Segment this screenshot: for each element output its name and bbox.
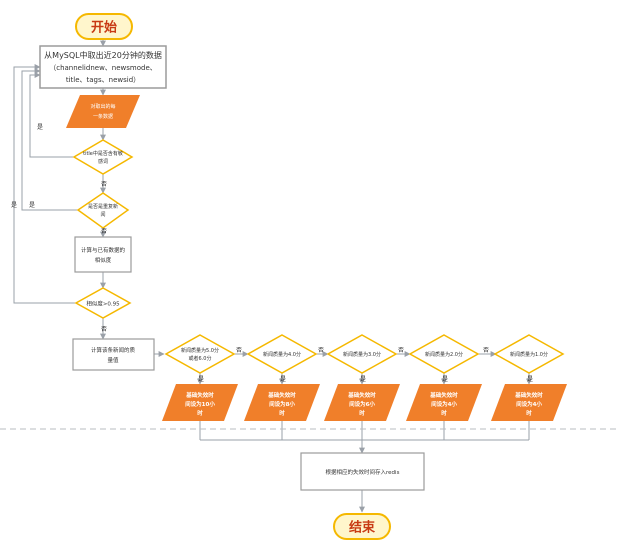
q1-line1: 新闻质量为5.0分 bbox=[181, 347, 219, 354]
out2-line1: 基础失效时 bbox=[267, 391, 296, 399]
output-1: 基础失效时 间设为10小 时 bbox=[162, 384, 238, 421]
label-no-q4: 否 bbox=[483, 347, 489, 354]
loop-title-yes bbox=[29, 72, 74, 158]
output-3: 基础失效时 间设为6小 时 bbox=[324, 384, 400, 421]
duplicate-check-line2: 闻 bbox=[100, 211, 105, 218]
out4-line2: 间设为4小 bbox=[431, 400, 457, 408]
end-terminal: 结束 bbox=[333, 513, 391, 540]
start-terminal: 开始 bbox=[75, 13, 133, 40]
store-label: 根据相应的失效时间存入redis bbox=[326, 468, 400, 476]
label-yes-similarity: 是 bbox=[11, 202, 17, 209]
quality-decision-1: 新闻质量为5.0分 或者6.0分 bbox=[164, 334, 236, 374]
out1-line3: 时 bbox=[197, 409, 203, 417]
similarity-check-label: 相似度>0.95 bbox=[86, 300, 120, 308]
label-no-similarity: 否 bbox=[101, 326, 107, 333]
similarity-line1: 计算与已有数据的 bbox=[81, 246, 126, 254]
output-4: 基础失效时 间设为4小 时 bbox=[406, 384, 482, 421]
title-check-line1: title中是否含有敏 bbox=[83, 150, 123, 157]
out4-line3: 时 bbox=[441, 409, 447, 417]
fetch-line3: title、tags、newsid） bbox=[66, 76, 140, 84]
similarity-check-decision: 相似度>0.95 bbox=[74, 287, 132, 319]
out3-line2: 间设为6小 bbox=[349, 400, 375, 408]
branch-labels: 是 是 是 否 否 否 否 否 否 否 是 是 是 是 是 bbox=[11, 124, 533, 383]
label-yes-q3: 是 bbox=[360, 376, 366, 383]
each-record-io: 对取出的每 一条数据 bbox=[66, 95, 140, 128]
out2-line3: 时 bbox=[279, 409, 285, 417]
output-5: 基础失效时 间设为4小 时 bbox=[491, 384, 567, 421]
store-process: 根据相应的失效时间存入redis bbox=[300, 452, 425, 491]
label-yes-q5: 是 bbox=[527, 376, 533, 383]
q4-label: 新闻质量为2.0分 bbox=[425, 351, 463, 358]
duplicate-check-line1: 是否是重复新 bbox=[88, 203, 118, 210]
q3-label: 新闻质量为3.0分 bbox=[343, 351, 381, 358]
quality-process: 计算该条新闻的质 量值 bbox=[72, 338, 155, 371]
label-no-q3: 否 bbox=[398, 347, 404, 354]
out2-line2: 间设为8小 bbox=[269, 400, 295, 408]
each-line2: 一条数据 bbox=[93, 113, 113, 120]
quality-line1: 计算该条新闻的质 bbox=[91, 346, 136, 354]
out5-line1: 基础失效时 bbox=[514, 391, 543, 399]
quality-decision-5: 新闻质量为1.0分 bbox=[493, 334, 565, 374]
out4-line1: 基础失效时 bbox=[429, 391, 458, 399]
output-2: 基础失效时 间设为8小 时 bbox=[244, 384, 320, 421]
fetch-line2: （channelidnew、newsmode、 bbox=[49, 64, 157, 72]
title-check-line2: 感词 bbox=[98, 158, 108, 165]
label-yes-q1: 是 bbox=[198, 376, 204, 383]
duplicate-check-decision: 是否是重复新 闻 bbox=[76, 192, 130, 229]
connectors bbox=[13, 39, 532, 513]
out1-line2: 间设为10小 bbox=[185, 400, 215, 408]
similarity-line2: 相似度 bbox=[95, 256, 112, 264]
label-no-title: 否 bbox=[101, 181, 107, 188]
end-label: 结束 bbox=[349, 520, 376, 536]
loop-duplicate-yes bbox=[21, 68, 78, 211]
fetch-line1: 从MySQL中取出近20分钟的数据 bbox=[44, 50, 162, 60]
out3-line3: 时 bbox=[359, 409, 365, 417]
title-check-decision: title中是否含有敏 感词 bbox=[72, 139, 134, 175]
quality-decision-2: 新闻质量为4.0分 bbox=[246, 334, 318, 374]
loop-similarity-yes bbox=[13, 64, 76, 304]
quality-decision-4: 新闻质量为2.0分 bbox=[408, 334, 480, 374]
label-yes-duplicate: 是 bbox=[29, 202, 35, 209]
label-yes-title: 是 bbox=[37, 124, 43, 131]
q2-label: 新闻质量为4.0分 bbox=[263, 351, 301, 358]
label-no-q2: 否 bbox=[318, 347, 324, 354]
q5-label: 新闻质量为1.0分 bbox=[510, 351, 548, 358]
label-no-q1: 否 bbox=[236, 347, 242, 354]
start-label: 开始 bbox=[91, 20, 117, 36]
out1-line1: 基础失效时 bbox=[185, 391, 214, 399]
each-line1: 对取出的每 bbox=[90, 103, 115, 110]
out5-line3: 时 bbox=[526, 409, 532, 417]
label-yes-q4: 是 bbox=[442, 376, 448, 383]
quality-line2: 量值 bbox=[107, 356, 119, 364]
fetch-process: 从MySQL中取出近20分钟的数据 （channelidnew、newsmode… bbox=[39, 45, 167, 89]
quality-decision-3: 新闻质量为3.0分 bbox=[326, 334, 398, 374]
similarity-process: 计算与已有数据的 相似度 bbox=[74, 236, 132, 273]
out5-line2: 间设为4小 bbox=[516, 400, 542, 408]
label-yes-q2: 是 bbox=[280, 376, 286, 383]
label-no-duplicate: 否 bbox=[101, 228, 107, 235]
out3-line1: 基础失效时 bbox=[347, 391, 376, 399]
q1-line2: 或者6.0分 bbox=[189, 355, 212, 362]
